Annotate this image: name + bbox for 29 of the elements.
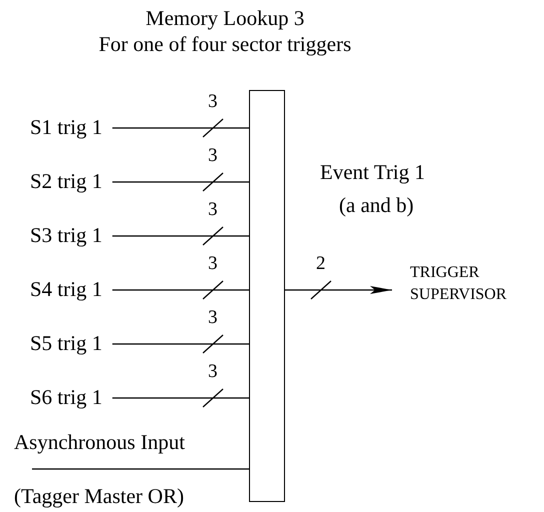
edge-label: 3	[208, 144, 218, 168]
lookup-block	[249, 90, 285, 502]
edge-label: 3	[208, 252, 218, 276]
input-label: S5 trig 1	[30, 331, 102, 355]
input-label: S6 trig 1	[30, 385, 102, 409]
block-label: Event Trig 1	[320, 160, 426, 184]
output-label: TRIGGER SUPERVISOR	[410, 263, 508, 305]
bus-line	[112, 172, 250, 192]
bus-line	[112, 280, 250, 300]
bus-line	[112, 226, 250, 246]
diagram-title: Memory Lookup 3	[144, 6, 306, 30]
bus-line	[112, 388, 250, 408]
diagram-subtitle: For one of four sector triggers	[98, 32, 352, 56]
edge-label: 3	[208, 360, 218, 384]
edge-label: 3	[208, 198, 218, 222]
signal-line	[32, 468, 249, 470]
edge-label: 3	[208, 90, 218, 114]
edge-label: 2	[316, 252, 326, 276]
input-label: S1 trig 1	[30, 115, 102, 139]
bus-line	[112, 118, 250, 138]
block-label: (a and b)	[339, 193, 414, 217]
input-label: S2 trig 1	[30, 169, 102, 193]
bus-line	[112, 334, 250, 354]
input-label: S4 trig 1	[30, 277, 102, 301]
edge-label: 3	[208, 306, 218, 330]
input-label: (Tagger Master OR)	[14, 484, 184, 508]
bus-line	[284, 280, 393, 300]
input-label: S3 trig 1	[30, 223, 102, 247]
input-label: Asynchronous Input	[14, 430, 185, 454]
